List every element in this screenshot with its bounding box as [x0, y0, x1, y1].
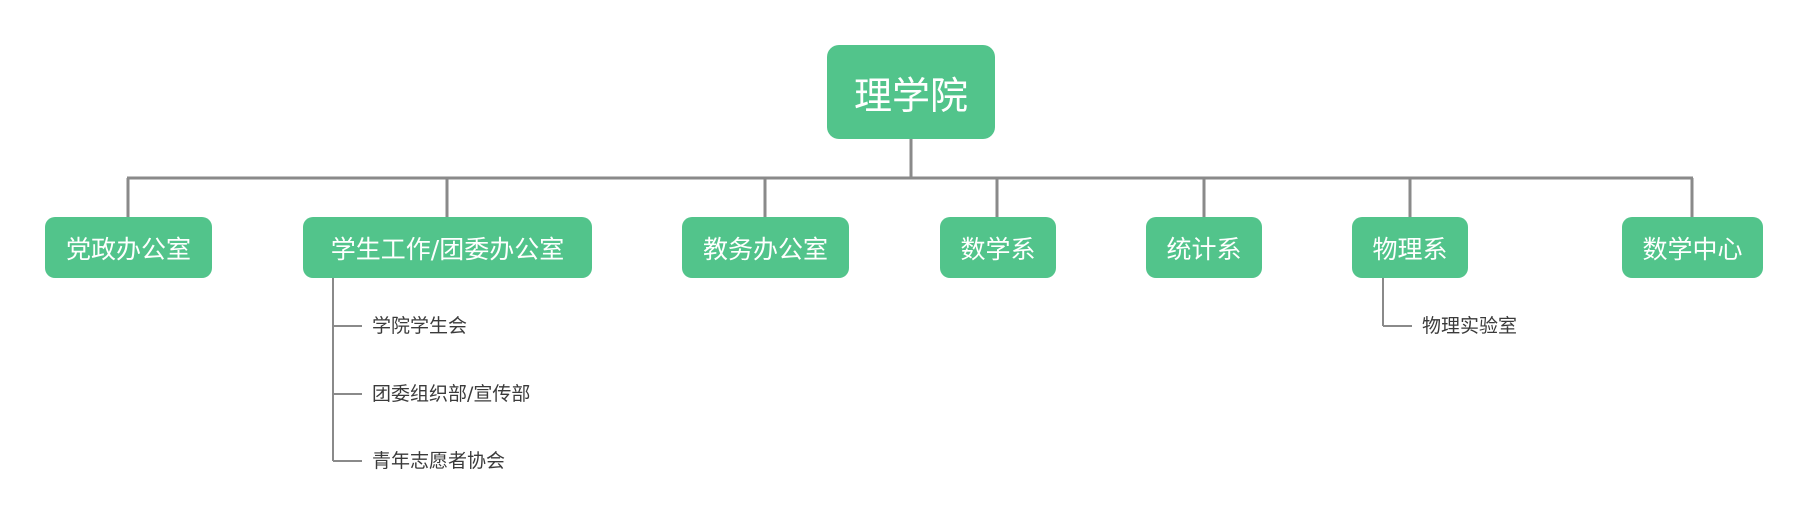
sub-item-student-union: 学院学生会	[372, 315, 468, 337]
sub-item-physics-lab: 物理实验室	[1422, 315, 1518, 337]
dept-node-statistics: 统计系	[1146, 217, 1262, 278]
dept-node-academic-office: 教务办公室	[682, 217, 849, 278]
dept-node-mathematics: 数学系	[940, 217, 1056, 278]
dept-node-physics: 物理系	[1352, 217, 1468, 278]
sub-item-league-org-publicity: 团委组织部/宣传部	[372, 383, 531, 405]
sub-item-youth-volunteers: 青年志愿者协会	[372, 450, 506, 472]
root-node: 理学院	[827, 45, 995, 139]
dept-node-party-office: 党政办公室	[45, 217, 212, 278]
dept-node-student-affairs: 学生工作/团委办公室	[303, 217, 592, 278]
dept-node-math-center: 数学中心	[1622, 217, 1763, 278]
